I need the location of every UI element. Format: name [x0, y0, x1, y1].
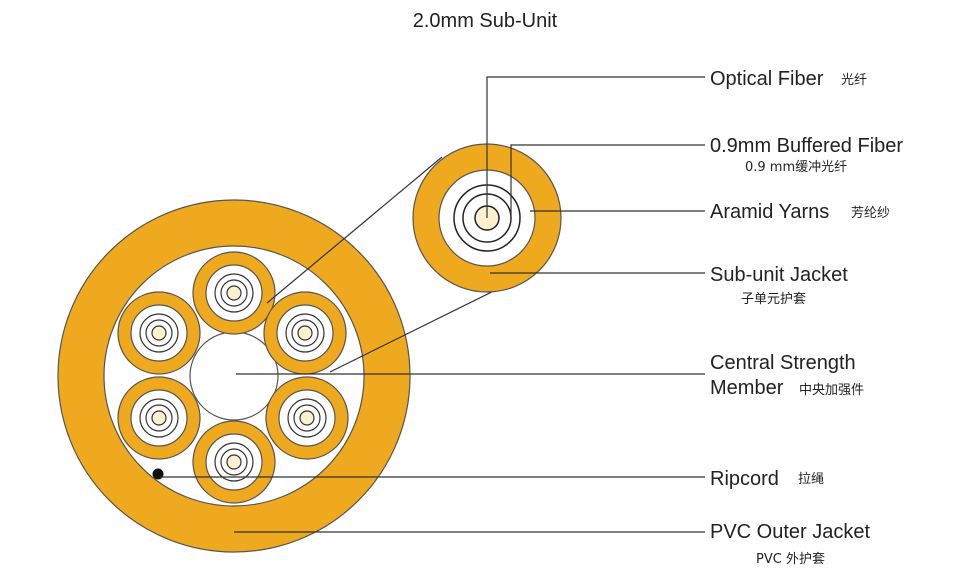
label-optical-fiber: Optical Fiber 光纤 [710, 68, 867, 90]
label-outer-jacket: PVC Outer Jacket PVC 外护套 [710, 521, 871, 567]
sub-unit-lower-right [265, 376, 349, 460]
ripcord-dot [152, 468, 164, 480]
label-buffered-fiber-zh: 0.9 mm缓冲光纤 [745, 160, 847, 175]
label-ripcord-zh: 拉绳 [798, 472, 824, 487]
label-subunit-jacket: Sub-unit Jacket 子单元护套 [710, 264, 848, 307]
label-ripcord: Ripcord 拉绳 [710, 468, 824, 490]
label-optical-fiber-en: Optical Fiber [710, 68, 824, 90]
label-outer-jacket-zh: PVC 外护套 [756, 551, 825, 567]
diagram-title: 2.0mm Sub-Unit [413, 10, 558, 32]
label-central-member-en-line1: Central Strength [710, 352, 856, 374]
sub-unit-lower-left [117, 376, 201, 460]
label-optical-fiber-zh: 光纤 [841, 73, 867, 88]
label-subunit-jacket-zh: 子单元护套 [741, 291, 806, 307]
leader-optical-fiber [486, 76, 705, 218]
label-outer-jacket-en: PVC Outer Jacket [710, 521, 871, 543]
sub-unit-bottom [192, 420, 276, 504]
label-central-member-zh: 中央加强件 [799, 383, 864, 398]
sub-unit-upper-right [263, 291, 347, 375]
sub-unit-top [192, 251, 276, 335]
label-aramid-yarns-en: Aramid Yarns [710, 201, 829, 223]
central-strength-member [189, 331, 279, 421]
label-central-member: Central Strength Member 中央加强件 [710, 352, 864, 399]
leader-buffered-fiber [510, 144, 705, 214]
label-ripcord-en: Ripcord [710, 468, 779, 490]
label-buffered-fiber-en: 0.9mm Buffered Fiber [710, 135, 903, 157]
label-aramid-yarns: Aramid Yarns 芳纶纱 [710, 201, 890, 223]
label-subunit-jacket-en: Sub-unit Jacket [710, 264, 848, 286]
zoom-connector-upper [266, 156, 443, 304]
label-buffered-fiber: 0.9mm Buffered Fiber 0.9 mm缓冲光纤 [710, 135, 903, 175]
label-aramid-yarns-zh: 芳纶纱 [851, 206, 890, 221]
label-central-member-en-line2: Member [710, 377, 784, 399]
sub-unit-upper-left [117, 291, 201, 375]
main-cable-cross-section [57, 199, 411, 553]
